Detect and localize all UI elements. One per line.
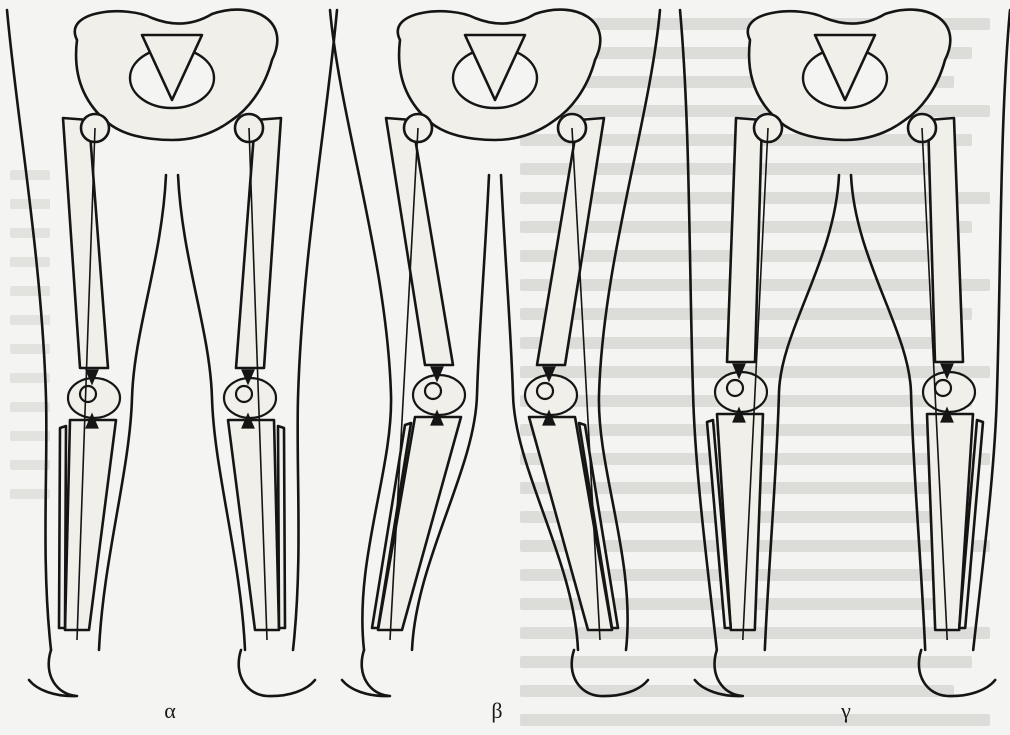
femur-bone [63, 118, 108, 368]
panel-a: α [7, 10, 337, 723]
leg-outline [680, 10, 717, 650]
patella [425, 383, 441, 399]
foot-outline [342, 650, 390, 696]
foot-outline [572, 650, 648, 696]
patella [727, 380, 743, 396]
panel-c: γ [680, 10, 1010, 723]
tibia-bone [65, 420, 116, 630]
patella [935, 380, 951, 396]
femur-bone [236, 118, 281, 368]
leg-outline [765, 175, 839, 650]
panel-label: β [491, 698, 502, 723]
fibula-bone [59, 426, 66, 628]
tibia-bone [228, 420, 279, 630]
leg-outline [330, 10, 391, 650]
panel-b: β [330, 10, 660, 723]
femur-bone [537, 118, 604, 365]
femur-bone [727, 118, 762, 362]
fibula-bone [278, 426, 285, 628]
foot-outline [29, 650, 77, 696]
leg-outline [7, 10, 51, 650]
panel-label: γ [840, 698, 851, 723]
panel-label: α [164, 698, 176, 723]
femur-bone [386, 118, 453, 365]
leg-outline [973, 10, 1010, 650]
femur-bone [928, 118, 963, 362]
leg-outline [599, 10, 660, 650]
patella [80, 386, 96, 402]
foot-outline [695, 650, 743, 696]
patella [236, 386, 252, 402]
foot-outline [919, 650, 995, 696]
leg-outline [293, 10, 337, 650]
leg-outline [851, 175, 925, 650]
patella [537, 383, 553, 399]
foot-outline [239, 650, 315, 696]
